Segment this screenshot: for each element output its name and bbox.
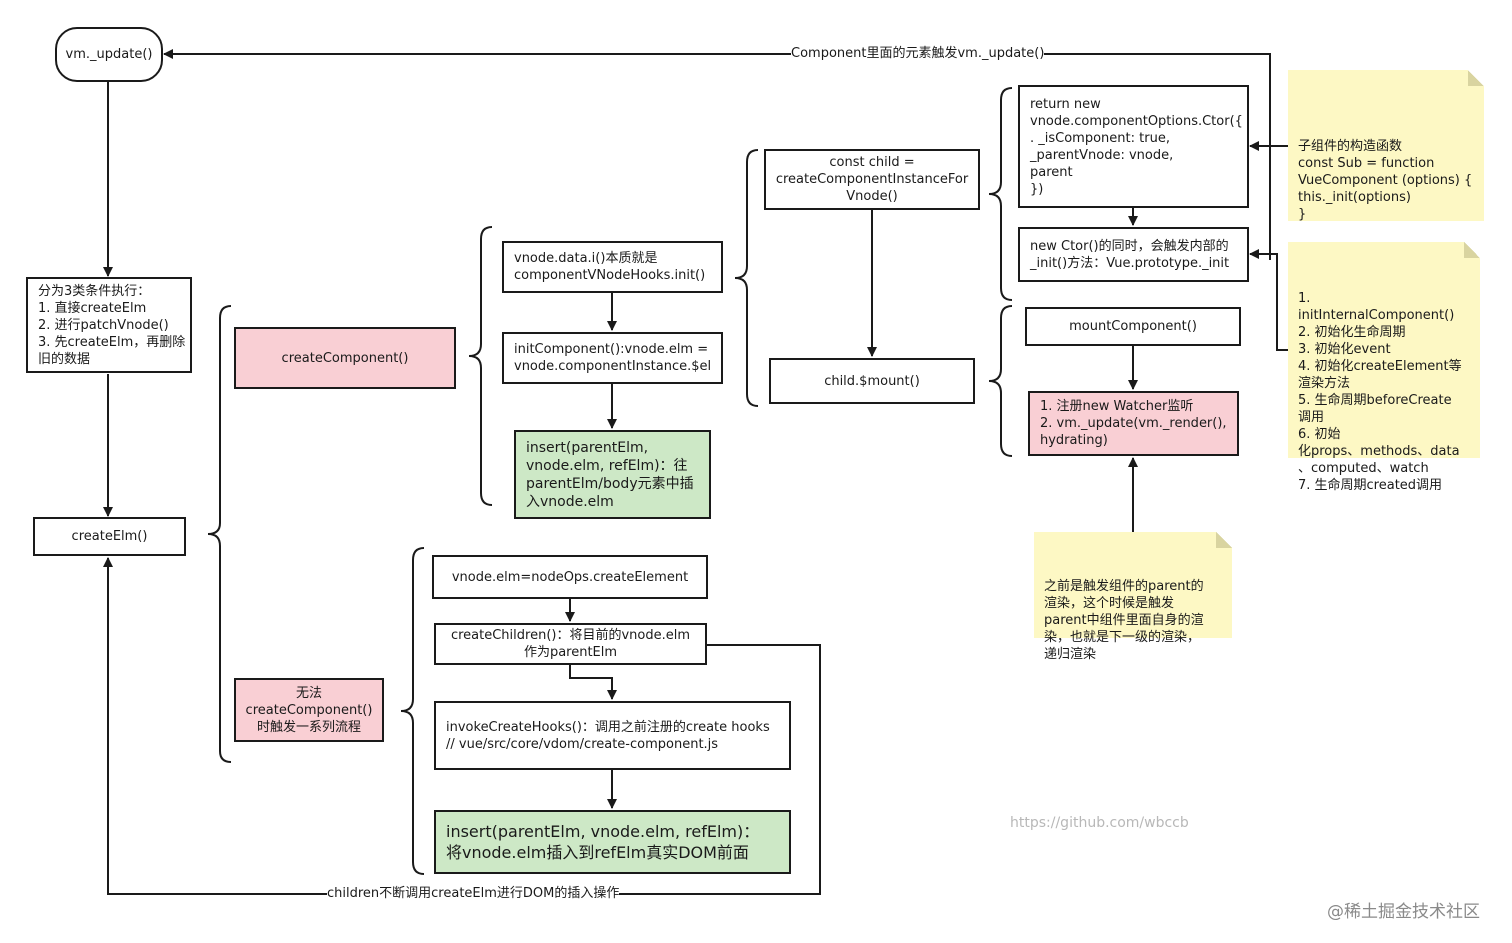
no-create-component-label: 无法 createComponent() 时触发一系列流程 xyxy=(245,685,373,735)
arrow-children-loop xyxy=(103,557,821,895)
create-elm-label: createElm() xyxy=(71,529,148,544)
init-component-label: initComponent():vnode.elm = vnode.compon… xyxy=(514,342,712,374)
sub-constructor-text: 子组件的构造函数 const Sub = function VueCompone… xyxy=(1298,139,1473,222)
invoke-hooks-label: invokeCreateHooks()：调用之前注册的create hooks … xyxy=(446,719,770,752)
init-component-node: initComponent():vnode.elm = vnode.compon… xyxy=(502,332,723,384)
brace-createcomponent-steps xyxy=(468,226,493,506)
return-new-node: return new vnode.componentOptions.Ctor({… xyxy=(1018,85,1249,208)
create-element-node: vnode.elm=nodeOps.createElement xyxy=(432,555,708,599)
conditions-label: 分为3类条件执行： 1. 直接createElm 2. 进行patchVnode… xyxy=(38,283,186,367)
vm-update-node: vm._update() xyxy=(55,27,163,82)
init-steps-note: 1. initInternalComponent() 2. 初始化生命周期 3.… xyxy=(1288,242,1480,493)
watcher-label: 1. 注册new Watcher监听 2. vm._update(vm._ren… xyxy=(1040,399,1227,448)
child-mount-node: child.$mount() xyxy=(769,358,975,404)
note-fold-icon xyxy=(1468,70,1484,86)
brace-const-child xyxy=(988,87,1013,301)
create-elm-node: createElm() xyxy=(33,517,186,556)
invoke-hooks-node: invokeCreateHooks()：调用之前注册的create hooks … xyxy=(434,701,791,770)
brace-data-i xyxy=(734,149,759,407)
create-component-node: createComponent() xyxy=(234,327,456,389)
const-child-node: const child = createComponentInstanceFor… xyxy=(764,149,980,210)
child-mount-label: child.$mount() xyxy=(824,373,920,389)
return-new-label: return new vnode.componentOptions.Ctor({… xyxy=(1030,96,1243,197)
create-children-node: createChildren()：将目前的vnode.elm 作为parentE… xyxy=(434,623,707,665)
insert-dom-node: insert(parentElm, vnode.elm, refElm)： 将v… xyxy=(434,810,791,874)
create-element-label: vnode.elm=nodeOps.createElement xyxy=(451,569,689,585)
create-children-label: createChildren()：将目前的vnode.elm 作为parentE… xyxy=(450,628,691,660)
mount-component-label: mountComponent() xyxy=(1069,319,1197,334)
arrow-initnote-to-ctor xyxy=(1249,249,1288,351)
vm-update-label: vm._update() xyxy=(65,47,153,62)
children-loop-edge-label: children不断调用createElm进行DOM的插入操作 xyxy=(327,886,620,902)
no-create-component-node: 无法 createComponent() 时触发一系列流程 xyxy=(234,678,384,742)
brace-no-createcomponent xyxy=(400,547,425,875)
mount-component-node: mountComponent() xyxy=(1025,307,1241,346)
vnode-data-i-label: vnode.data.i()本质就是 componentVNodeHooks.i… xyxy=(514,251,706,283)
sub-constructor-note: 子组件的构造函数 const Sub = function VueCompone… xyxy=(1288,70,1484,222)
vnode-data-i-node: vnode.data.i()本质就是 componentVNodeHooks.i… xyxy=(502,241,723,293)
arrow-component-update xyxy=(163,49,1271,260)
note-fold-icon xyxy=(1216,532,1232,548)
insert-dom-label: insert(parentElm, vnode.elm, refElm)： 将v… xyxy=(446,822,760,862)
component-update-edge-label: Component里面的元素触发vm._update() xyxy=(791,46,1045,62)
insert-component-label: insert(parentElm, vnode.elm, refElm)：往 p… xyxy=(526,439,694,510)
brace-createelm-branches xyxy=(207,305,232,763)
corner-watermark: @稀土掘金技术社区 xyxy=(1327,902,1480,922)
note-fold-icon xyxy=(1464,242,1480,258)
new-ctor-label: new Ctor()的同时，会触发内部的 _init()方法：Vue.proto… xyxy=(1030,238,1230,271)
arrow-children-to-invoke xyxy=(569,665,617,700)
recursive-render-note: 之前是触发组件的parent的 渲染，这个时候是触发 parent中组件里面自身… xyxy=(1034,532,1232,662)
github-watermark: https://github.com/wbccb xyxy=(1010,815,1189,831)
brace-child-mount xyxy=(988,305,1013,457)
conditions-node: 分为3类条件执行： 1. 直接createElm 2. 进行patchVnode… xyxy=(26,277,192,373)
insert-component-node: insert(parentElm, vnode.elm, refElm)：往 p… xyxy=(514,430,711,519)
recursive-render-text: 之前是触发组件的parent的 渲染，这个时候是触发 parent中组件里面自身… xyxy=(1044,579,1204,662)
create-component-label: createComponent() xyxy=(281,350,409,366)
new-ctor-node: new Ctor()的同时，会触发内部的 _init()方法：Vue.proto… xyxy=(1018,227,1249,282)
const-child-label: const child = createComponentInstanceFor… xyxy=(775,155,969,204)
watcher-node: 1. 注册new Watcher监听 2. vm._update(vm._ren… xyxy=(1028,391,1239,456)
init-steps-text: 1. initInternalComponent() 2. 初始化生命周期 3.… xyxy=(1298,291,1462,493)
